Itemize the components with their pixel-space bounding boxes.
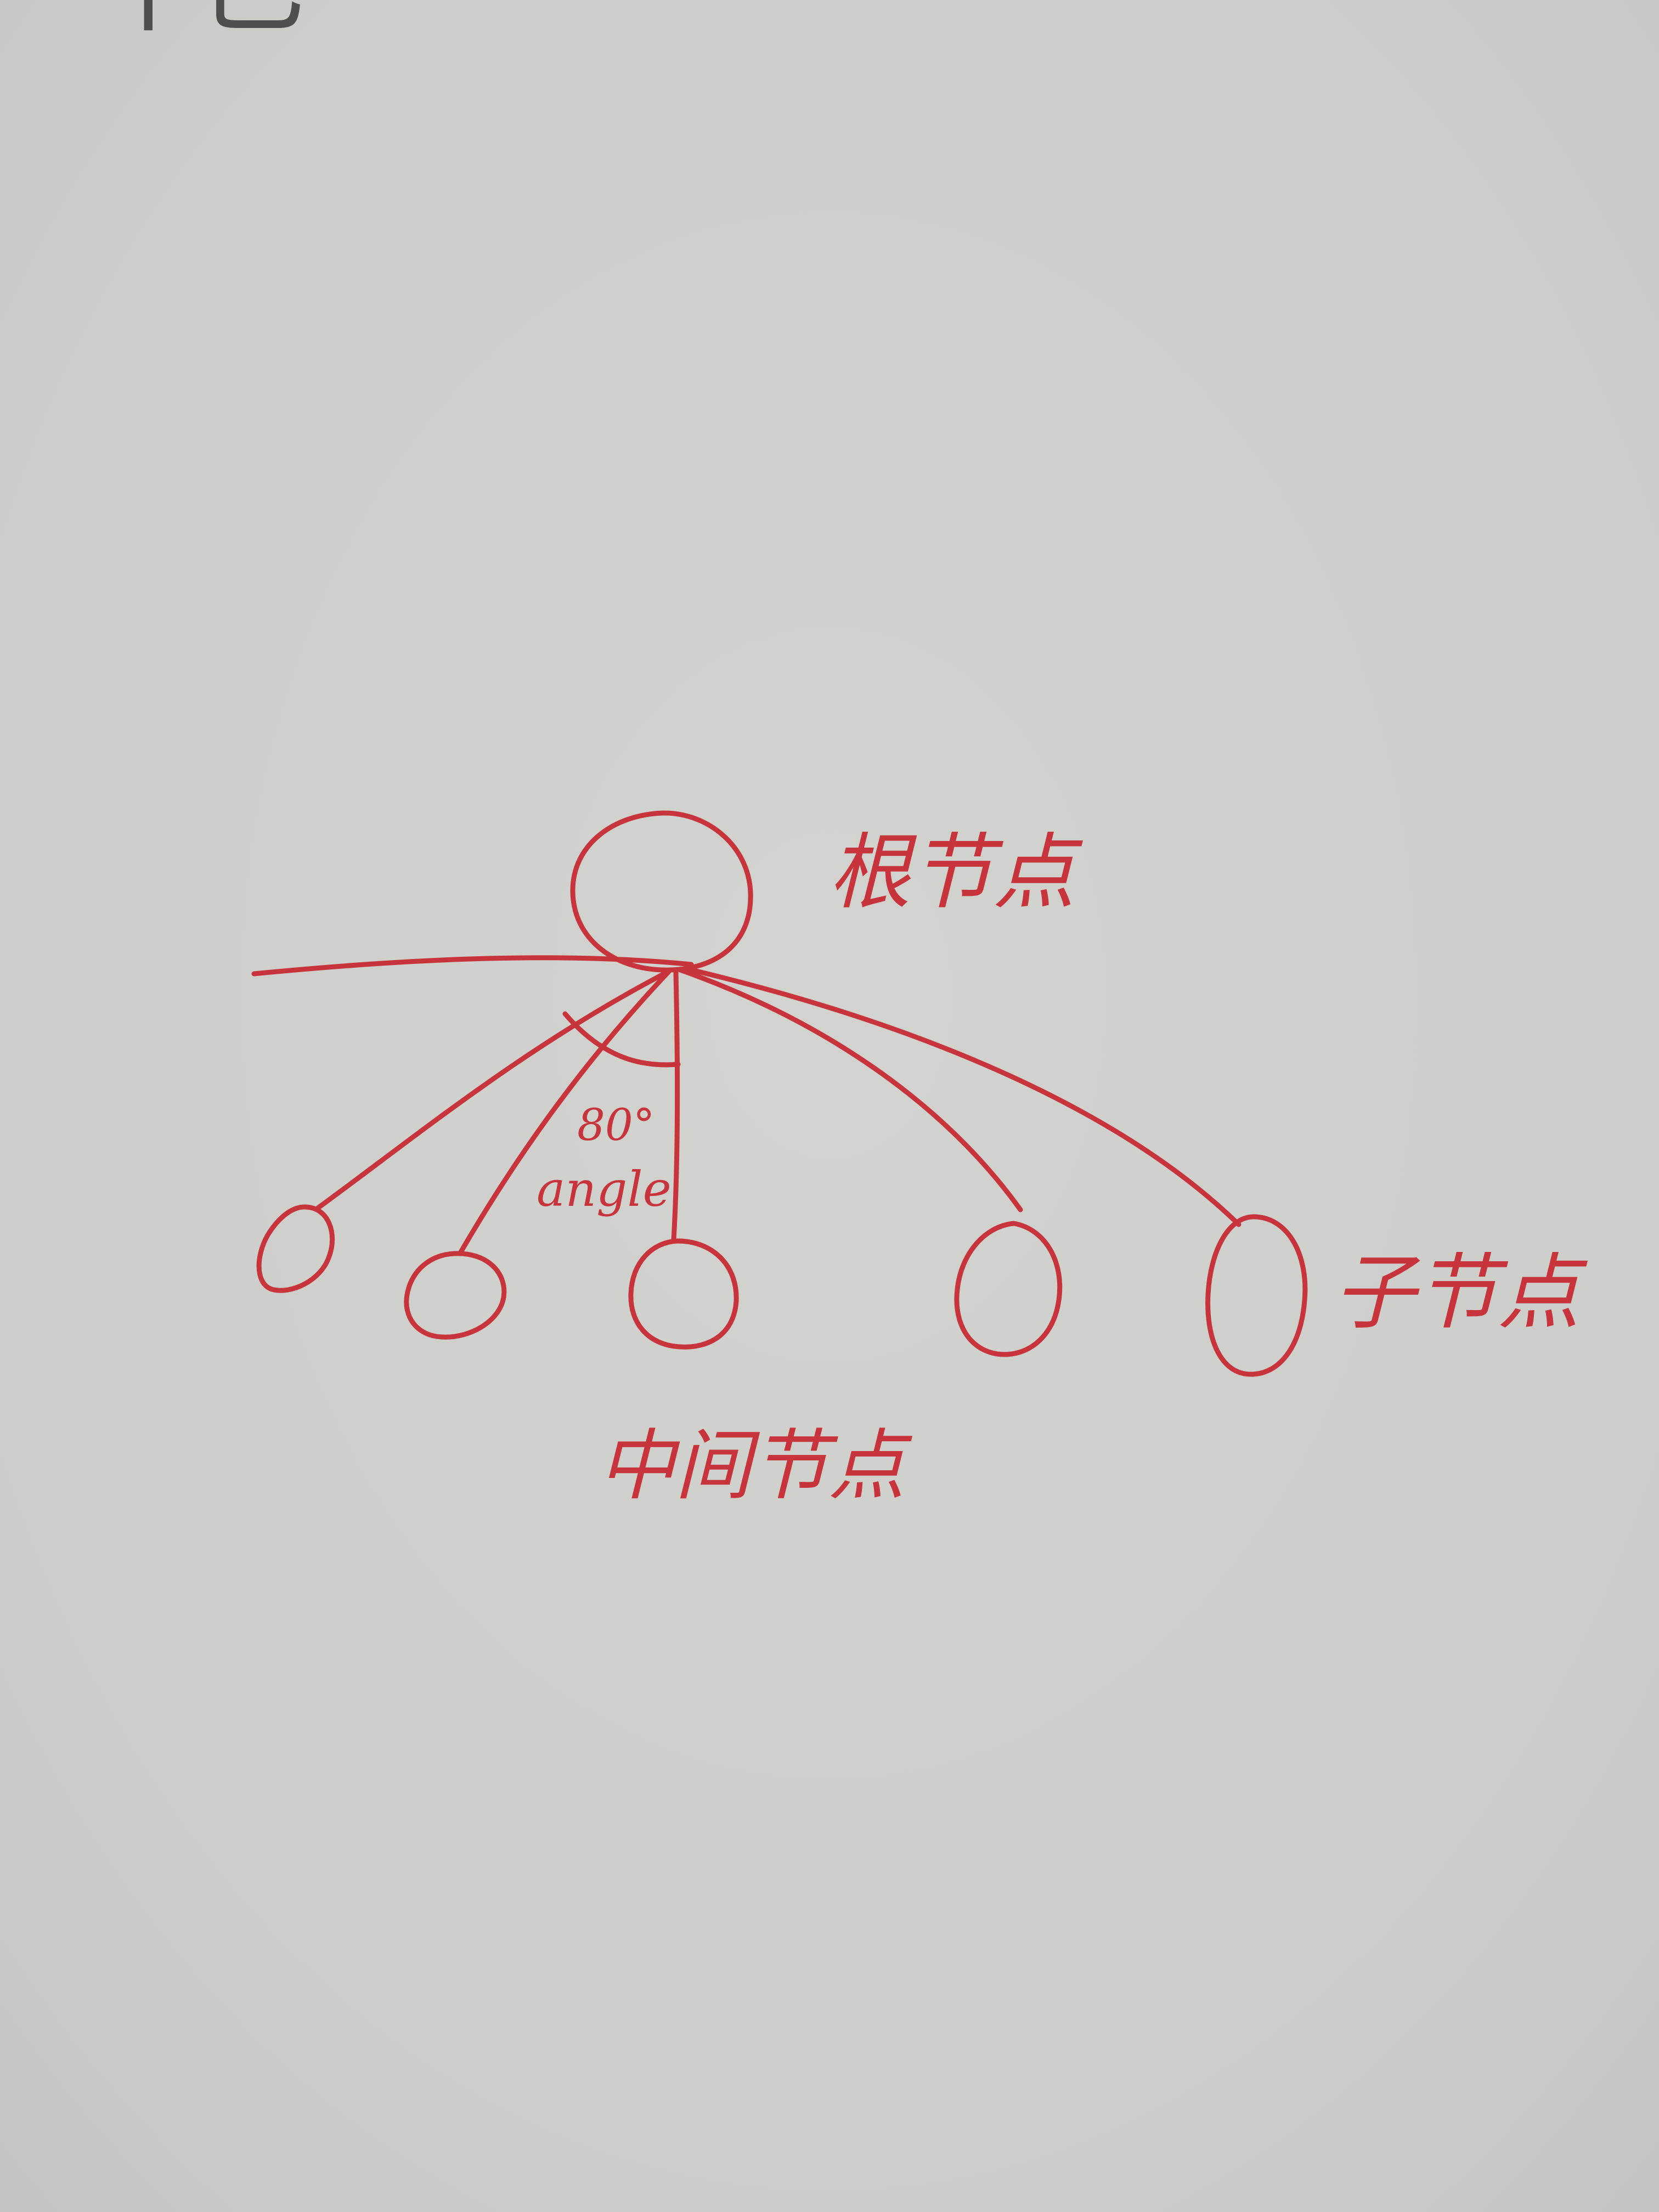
labels: 根节点 80° angle 子节点 中间节点 (537, 825, 1588, 1511)
angle-arc (562, 1011, 681, 1068)
leaf-node-5 (1205, 1214, 1308, 1377)
leaf-node-4 (954, 1221, 1063, 1357)
angle-word-label: angle (537, 1161, 672, 1217)
corner-mark: 十己 (96, 0, 304, 47)
branch-2 (458, 969, 671, 1255)
root-node (570, 810, 753, 973)
root-node-label: 根节点 (828, 825, 1084, 921)
branch-1 (314, 968, 672, 1211)
angle-value-label: 80° (577, 1099, 655, 1150)
leaf-node-2 (404, 1251, 507, 1340)
branch-4 (678, 967, 1023, 1212)
horizontal-line (251, 955, 694, 977)
branch-3 (671, 969, 680, 1243)
middle-node-label: 中间节点 (598, 1421, 913, 1511)
leaf-node-1 (256, 1204, 335, 1293)
leaf-node-3 (628, 1238, 739, 1350)
ink-strokes (251, 810, 1308, 1377)
branch-5 (684, 966, 1242, 1227)
leaf-node-label: 子节点 (1333, 1245, 1588, 1341)
